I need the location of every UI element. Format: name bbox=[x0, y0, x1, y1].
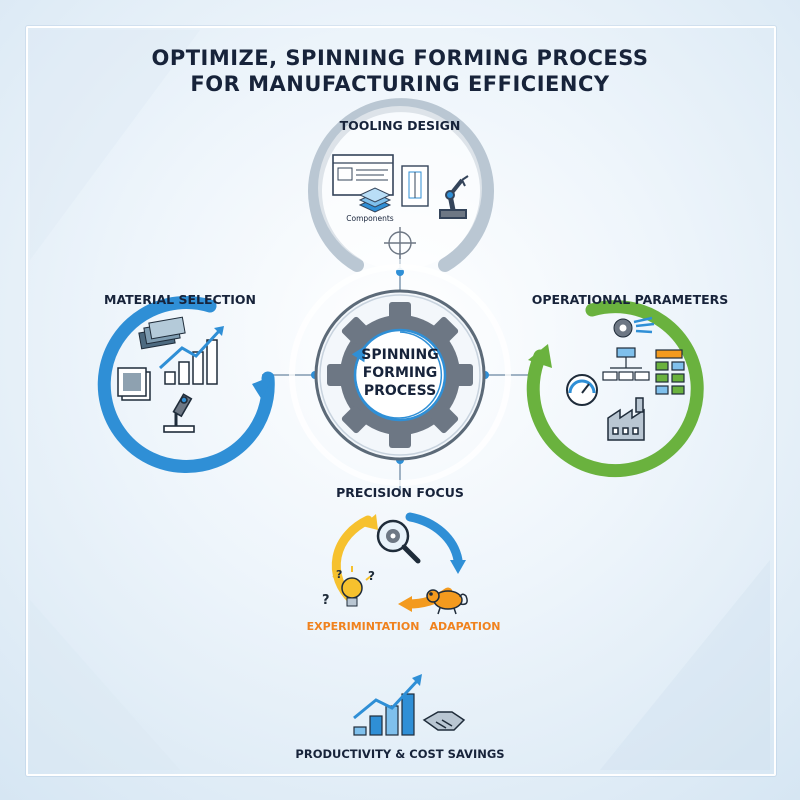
title-line-1: OPTIMIZE, SPINNING FORMING PROCESS bbox=[151, 46, 649, 70]
material-ring bbox=[97, 296, 275, 473]
sheet-stack-icon bbox=[117, 367, 151, 401]
stack-icon bbox=[358, 187, 392, 213]
gauge-icon bbox=[566, 374, 598, 406]
lightbulb-icon: ? ? ? bbox=[322, 566, 375, 608]
handshake-icon bbox=[422, 711, 466, 731]
money-icon bbox=[138, 316, 186, 350]
title-line-2: FOR MANUFACTURING EFFICIENCY bbox=[190, 72, 610, 96]
chameleon-icon bbox=[426, 589, 468, 615]
center-label-line-1: SPINNING bbox=[361, 347, 439, 363]
operational-ring bbox=[526, 300, 704, 478]
center-label: SPINNING FORMING PROCESS bbox=[330, 346, 470, 400]
components-label: Components bbox=[346, 214, 394, 223]
svg-text:?: ? bbox=[336, 568, 342, 581]
tooling-ring bbox=[308, 98, 494, 272]
center-label-line-2: FORMING bbox=[362, 365, 438, 381]
svg-text:?: ? bbox=[368, 569, 375, 583]
center-label-line-3: PROCESS bbox=[363, 383, 437, 399]
material-selection-label: MATERIAL SELECTION bbox=[104, 292, 256, 307]
precision-arrow-blue bbox=[450, 560, 466, 574]
productivity-cost-savings-label: PRODUCTIVITY & COST SAVINGS bbox=[295, 747, 505, 761]
tooling-design-label: TOOLING DESIGN bbox=[339, 118, 461, 133]
monitor-icon bbox=[332, 154, 394, 196]
robot-arm-icon bbox=[439, 175, 469, 219]
operational-parameters-label: OPERATIONAL PARAMETERS bbox=[531, 292, 729, 307]
factory-icon bbox=[607, 397, 645, 441]
magnifier-gear-icon bbox=[376, 519, 421, 564]
svg-text:?: ? bbox=[322, 593, 330, 608]
adaptation-label: ADAPATION bbox=[429, 620, 501, 633]
precision-arrow-yellow bbox=[362, 514, 378, 530]
flowchart-icon bbox=[602, 347, 685, 395]
precision-focus-label: PRECISION FOCUS bbox=[336, 485, 464, 500]
growth-chart-icon bbox=[158, 326, 224, 385]
experimentation-label: EXPERIMINTATION bbox=[306, 620, 420, 633]
precision-arrow-orange bbox=[398, 596, 412, 612]
bar-chart-icon bbox=[353, 674, 422, 736]
central-hub bbox=[289, 264, 511, 486]
microscope-icon bbox=[163, 393, 195, 433]
gear-wing-icon bbox=[613, 316, 655, 338]
blueprint-icon bbox=[401, 165, 429, 207]
background-shapes bbox=[30, 30, 770, 770]
crosshair-icon bbox=[384, 227, 416, 259]
